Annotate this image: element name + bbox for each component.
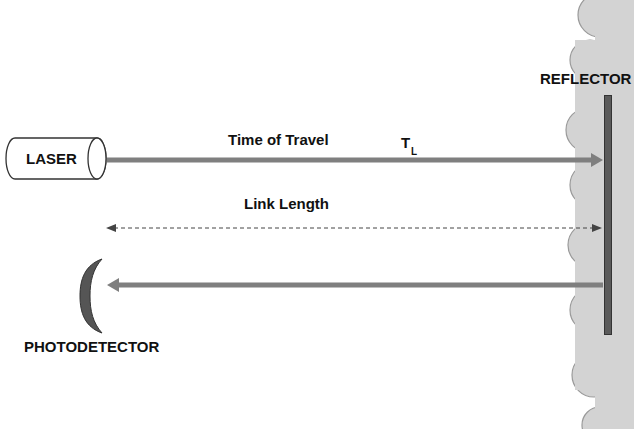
edge-label: Time of Travel — [228, 131, 329, 149]
arrowhead — [107, 278, 119, 292]
time-subscript: L — [411, 146, 417, 158]
reflector-plate — [604, 95, 612, 335]
reflector-label: REFLECTOR — [540, 70, 631, 88]
laser-cylinder: LASER — [5, 137, 107, 180]
detector-dish — [80, 259, 102, 333]
beam-arrow — [107, 153, 603, 167]
beam-line — [107, 158, 591, 163]
laser-label: LASER — [26, 150, 77, 168]
cylinder-body — [6, 138, 106, 179]
beam-line — [119, 283, 603, 288]
photodetector-label: PHOTODETECTOR — [24, 338, 159, 356]
photodetector: PHOTODETECTOR — [5, 255, 185, 365]
link-length-label: Link Length — [244, 195, 329, 212]
beam-arrow — [107, 278, 603, 292]
cylinder-end — [88, 138, 106, 179]
time-symbol: T — [401, 134, 410, 151]
arrowhead — [591, 153, 603, 167]
detector-shape — [77, 257, 105, 335]
reflector: REFLECTOR — [520, 62, 634, 337]
